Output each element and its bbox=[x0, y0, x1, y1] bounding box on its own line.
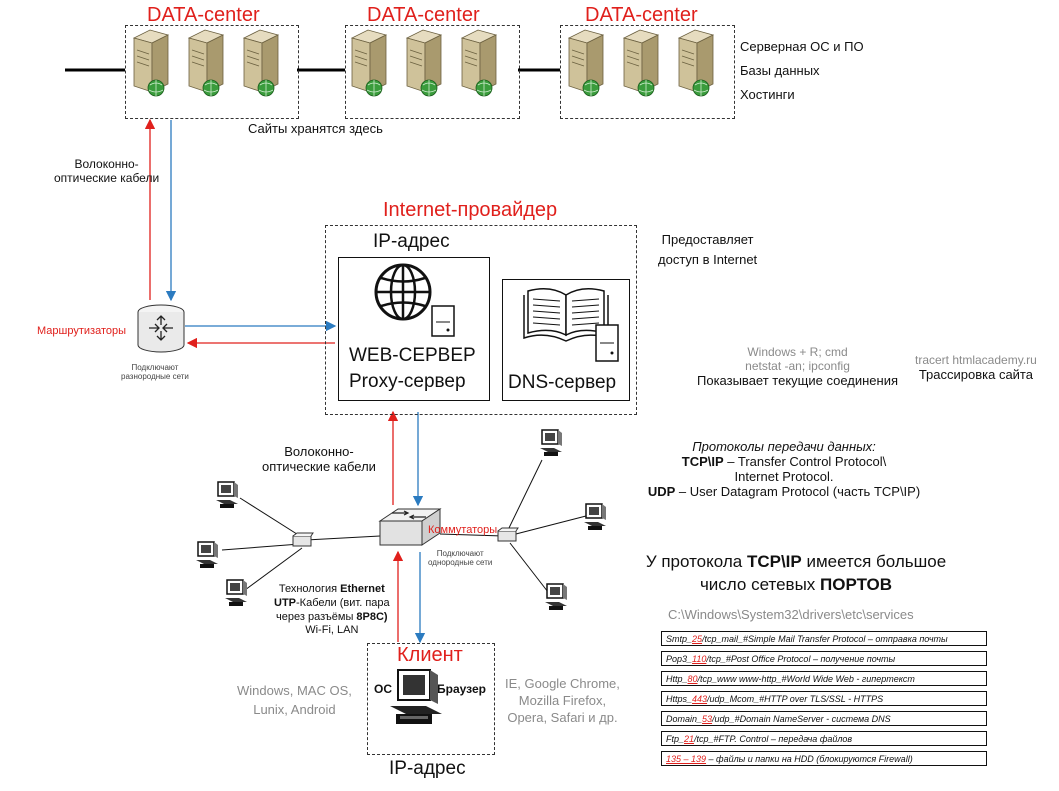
client-browser-label: Браузер bbox=[437, 682, 486, 696]
datacenter-1-box bbox=[125, 25, 299, 119]
hub-icon-right bbox=[497, 527, 519, 542]
datacenter-2-box bbox=[345, 25, 520, 119]
client-title: Клиент bbox=[397, 644, 463, 666]
router-label: Маршрутизаторы bbox=[37, 325, 126, 337]
proxy-server-label: Proxy-сервер bbox=[349, 371, 466, 392]
port-row: Ftp_21/tcp_#FTP. Control – передача файл… bbox=[661, 731, 987, 746]
tracert-note: tracert htmlacademy.ru Трассировка сайта bbox=[915, 353, 1037, 382]
ethernet-note: Технология Ethernet UTP-Кабели (вит. пар… bbox=[274, 583, 390, 637]
dc-note-hosting: Хостинги bbox=[740, 87, 795, 102]
switch-label: Коммутаторы bbox=[428, 524, 498, 536]
datacenter-1-title: DATA-center bbox=[147, 4, 260, 26]
sites-note: Сайты хранятся здесь bbox=[248, 121, 383, 136]
port-row: Https_443/udp_Mcom_#HTTP over TLS/SSL - … bbox=[661, 691, 987, 706]
protocols-note: Протоколы передачи данных: TCP\IP – Tran… bbox=[647, 439, 921, 499]
port-row: Smtp_25/tcp_mail_#Simple Mail Transfer P… bbox=[661, 631, 987, 646]
client-ip-label: IP-адрес bbox=[389, 758, 466, 779]
dc-note-db: Базы данных bbox=[740, 63, 820, 78]
port-row: Http_80/tcp_www www-http_#World Wide Web… bbox=[661, 671, 987, 686]
services-path: C:\Windows\System32\drivers\etc\services bbox=[668, 607, 914, 622]
port-row: Pop3_110/tcp_#Post Office Protocol – пол… bbox=[661, 651, 987, 666]
provider-box bbox=[325, 225, 637, 415]
port-row: Domain_53/udp_#Domain NameServer - систе… bbox=[661, 711, 987, 726]
provider-title: Internet-провайдер bbox=[383, 199, 558, 221]
os-list: Windows, MAC OS,Lunix, Android bbox=[237, 683, 352, 717]
fiber-label-top: Волоконно-оптические кабели bbox=[54, 157, 160, 185]
fiber-label-mid: Волоконно-оптические кабели bbox=[262, 444, 376, 474]
web-server-label: WEB-СЕРВЕР bbox=[349, 345, 476, 366]
datacenter-3-box bbox=[560, 25, 735, 119]
router-icon bbox=[137, 304, 185, 353]
dc-note-os: Серверная ОС и ПО bbox=[740, 39, 864, 54]
pc-icon bbox=[544, 583, 568, 611]
globe-icon bbox=[374, 263, 455, 337]
book-icon bbox=[523, 288, 619, 362]
pc-icon bbox=[224, 579, 248, 607]
browser-list: IE, Google Chrome,Mozilla Firefox,Opera,… bbox=[505, 676, 620, 725]
datacenter-3-title: DATA-center bbox=[585, 4, 698, 26]
client-box bbox=[367, 643, 495, 755]
switch-icon bbox=[378, 508, 442, 546]
provider-ip-label: IP-адрес bbox=[373, 231, 450, 252]
ports-heading: У протокола TCP\IP имеется большое число… bbox=[645, 552, 947, 594]
pc-icon bbox=[215, 481, 239, 509]
datacenter-2-title: DATA-center bbox=[367, 4, 480, 26]
hub-icon-left bbox=[292, 532, 314, 547]
cmd-note: Windows + R; cmd netstat -an; ipconfig П… bbox=[697, 345, 899, 388]
client-os-label: ОС bbox=[374, 682, 392, 696]
dns-server-label: DNS-сервер bbox=[508, 372, 617, 393]
port-row: 135 – 139 – файлы и папки на HDD (блокир… bbox=[661, 751, 987, 766]
pc-icon bbox=[583, 503, 607, 531]
pc-icon bbox=[195, 541, 219, 569]
pc-icon bbox=[539, 429, 563, 457]
client-computer-icon bbox=[390, 669, 442, 724]
